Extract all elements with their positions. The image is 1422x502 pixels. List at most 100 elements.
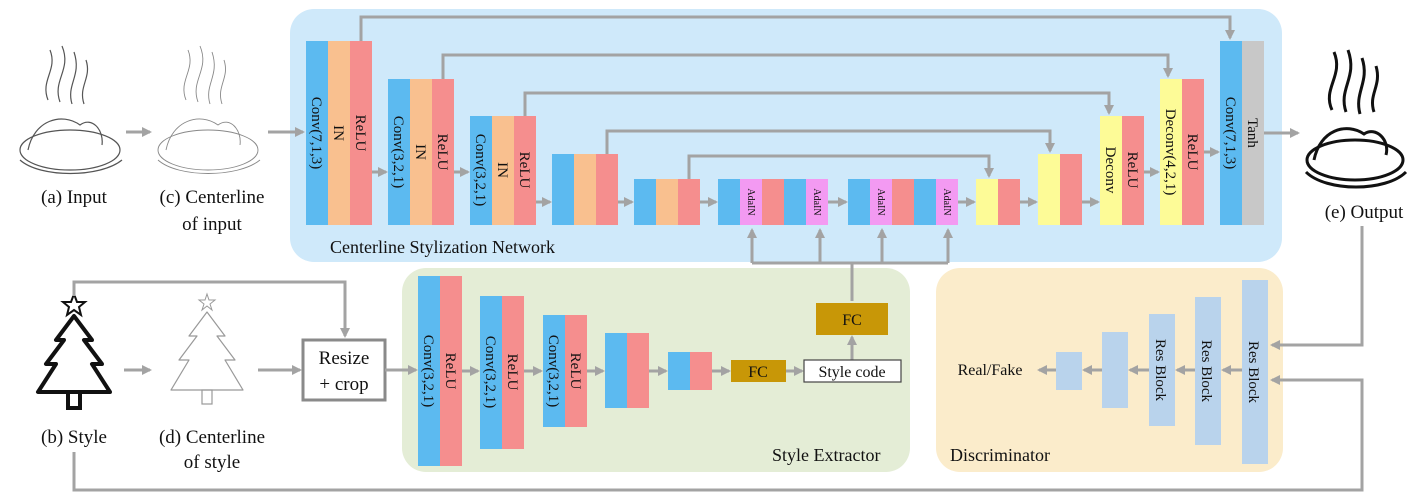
adain-layer xyxy=(740,179,762,225)
conv-layer xyxy=(718,179,740,225)
relu-layer xyxy=(502,296,524,449)
in-label: IN xyxy=(494,162,510,178)
adain-block-2: AdaIN AdaIN xyxy=(848,179,958,225)
discriminator-block-1: Res Block xyxy=(1242,280,1268,464)
decoder-block-3: Deconv ReLU xyxy=(1100,116,1144,225)
conv-layer xyxy=(470,116,492,225)
discriminator-block-4 xyxy=(1102,332,1128,408)
relu-layer xyxy=(440,276,462,466)
fc-label-1: FC xyxy=(748,364,768,381)
conv-label: Conv(3,2,1) xyxy=(390,116,406,189)
relu-label: ReLU xyxy=(516,152,532,189)
tanh-layer xyxy=(1242,41,1264,225)
encoder-block-2: Conv(3,2,1) IN ReLU xyxy=(388,79,454,225)
extractor-block-3: Conv(3,2,1) ReLU xyxy=(543,315,587,427)
style-code-box xyxy=(803,359,902,383)
style-caption: (b) Style xyxy=(41,427,107,448)
extractor-block-5 xyxy=(668,352,712,390)
deconv-layer xyxy=(1160,79,1182,225)
discriminator-block-5 xyxy=(1056,352,1082,390)
deconv-layer xyxy=(1038,154,1060,225)
adain-label: AdaIN xyxy=(811,188,822,215)
conv-label: Conv(7,1,3) xyxy=(1222,97,1238,170)
resize-label: Resize xyxy=(319,348,370,369)
relu-layer xyxy=(690,352,712,390)
conv-layer xyxy=(634,179,656,225)
relu-label: ReLU xyxy=(1124,152,1140,189)
in-layer xyxy=(410,79,432,225)
discriminator-block-3: Res Block xyxy=(1149,314,1175,426)
adain-label: AdaIN xyxy=(941,188,952,215)
conv-layer xyxy=(306,41,328,225)
fc-layer-2 xyxy=(816,303,888,335)
conv-layer xyxy=(914,179,936,225)
decoder-block-4: Deconv(4,2,1) ReLU xyxy=(1160,79,1204,225)
extractor-flow-arrows xyxy=(462,335,857,376)
conv-layer xyxy=(848,179,870,225)
conv-layer xyxy=(1220,41,1242,225)
deconv-label: Deconv(4,2,1) xyxy=(1162,109,1178,196)
encoder-block-5 xyxy=(634,179,700,225)
input-caption: (a) Input xyxy=(41,187,108,208)
input-sketch-image xyxy=(19,45,123,174)
fc-layer-1 xyxy=(731,360,786,382)
res-block-layer xyxy=(1195,297,1221,445)
relu-layer xyxy=(1060,154,1082,225)
adain-label: AdaIN xyxy=(745,188,756,215)
adain-layer xyxy=(806,179,828,225)
centerline-input-image xyxy=(157,45,261,174)
conv-label: Conv(7,1,3) xyxy=(308,97,324,170)
fc-label-2: FC xyxy=(842,312,862,329)
centerline-input-caption-line2: of input xyxy=(182,214,242,235)
adain-label: AdaIN xyxy=(875,188,886,215)
relu-label: ReLU xyxy=(442,353,458,390)
in-layer xyxy=(328,41,350,225)
conv-label: Conv(3,2,1) xyxy=(472,134,488,207)
res-block-label: Res Block xyxy=(1152,339,1168,402)
relu-layer xyxy=(1122,116,1144,225)
conv-layer xyxy=(543,315,565,427)
conv-layer xyxy=(605,333,627,408)
relu-layer xyxy=(678,179,700,225)
relu-label: ReLU xyxy=(1184,134,1200,171)
decoder-block-2 xyxy=(1038,154,1082,225)
generator-flow-arrows xyxy=(372,147,1220,207)
relu-label: ReLU xyxy=(352,115,368,152)
extractor-block-2: Conv(3,2,1) ReLU xyxy=(480,296,524,449)
relu-layer xyxy=(432,79,454,225)
conv-label: Conv(3,2,1) xyxy=(545,335,561,408)
relu-label: ReLU xyxy=(434,134,450,171)
adain-layer xyxy=(936,179,958,225)
adain-block-1: AdaIN AdaIN xyxy=(718,179,828,225)
conv-layer xyxy=(668,352,690,390)
style-tree-image xyxy=(36,291,112,410)
output-block: Conv(7,1,3) Tanh xyxy=(1220,41,1264,225)
star-icon xyxy=(197,292,217,312)
conv-layer xyxy=(480,296,502,449)
stylization-panel-label: Centerline Stylization Network xyxy=(330,237,555,257)
res-block-layer xyxy=(1149,314,1175,426)
discriminator-panel-label: Discriminator xyxy=(950,445,1050,465)
in-layer xyxy=(656,179,678,225)
tanh-label: Tanh xyxy=(1244,118,1260,148)
adain-layer xyxy=(870,179,892,225)
discriminator-block-2: Res Block xyxy=(1195,297,1221,445)
relu-label: ReLU xyxy=(504,354,520,391)
style-injection-arrows xyxy=(747,228,953,301)
relu-layer xyxy=(1182,79,1204,225)
centerline-input-caption-line1: (c) Centerline xyxy=(160,187,265,208)
deconv-label: Deconv xyxy=(1102,147,1118,194)
deconv-layer xyxy=(1100,116,1122,225)
in-layer xyxy=(492,116,514,225)
encoder-block-3: Conv(3,2,1) IN ReLU xyxy=(470,116,536,225)
centerline-style-caption-line2: of style xyxy=(184,452,240,473)
deconv-layer xyxy=(976,179,998,225)
conv-layer xyxy=(388,79,410,225)
skip-connections xyxy=(359,15,1235,179)
resize-crop-box xyxy=(301,338,387,402)
conv-layer xyxy=(552,154,574,225)
centerline-style-image xyxy=(170,292,244,405)
in-layer xyxy=(574,154,596,225)
arrow-style-to-discriminator xyxy=(72,375,1364,492)
